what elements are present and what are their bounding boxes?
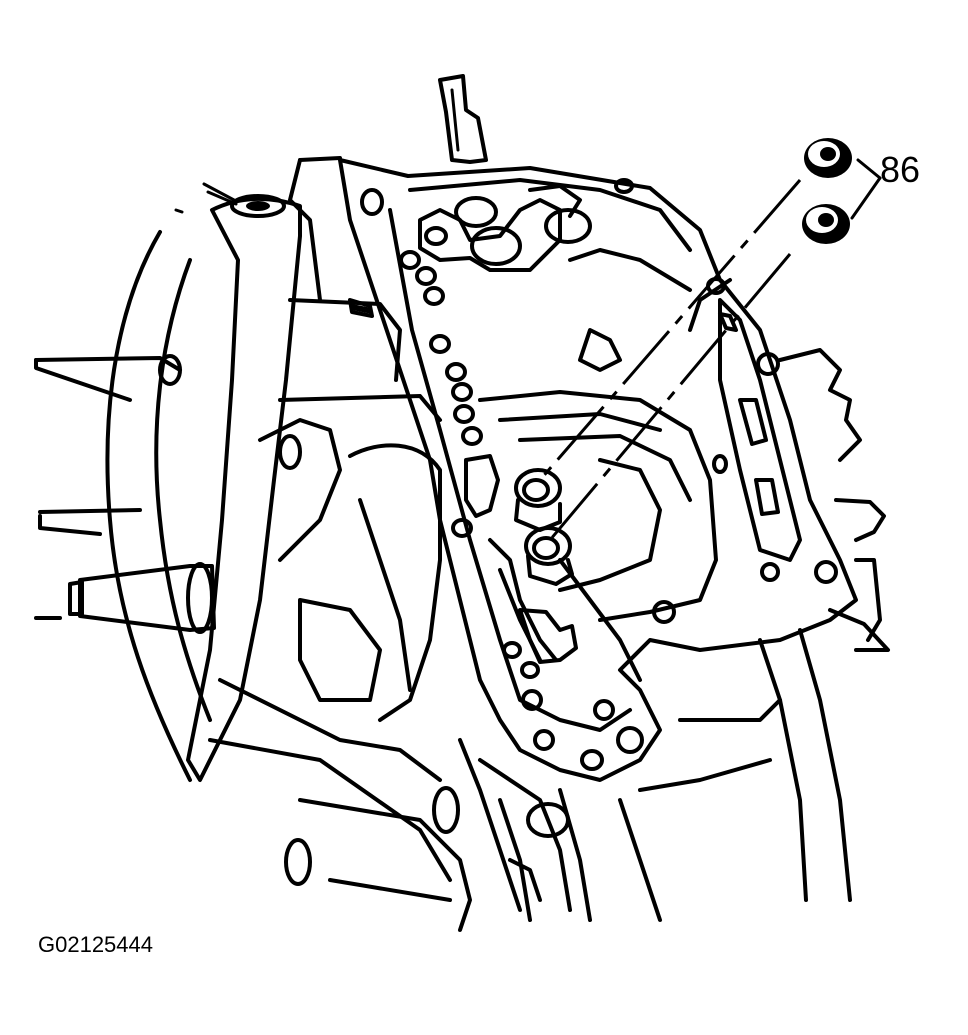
bell-housing — [34, 230, 212, 782]
axle-tube — [174, 182, 302, 782]
valve-body-gasket — [288, 156, 858, 782]
seal-bores — [514, 468, 574, 586]
seal-parts — [802, 138, 852, 244]
clutch-drum — [478, 248, 718, 622]
gasket-bolt-holes — [399, 250, 838, 771]
output-shaft — [68, 562, 216, 634]
top-shaft — [438, 74, 488, 164]
lower-case — [458, 738, 572, 912]
case-body — [158, 298, 472, 932]
leader-lines — [538, 158, 882, 541]
figure-id: G02125444 — [38, 932, 153, 957]
upper-valve-detail — [360, 178, 634, 272]
right-housing — [498, 278, 890, 922]
callout-label: 86 — [880, 149, 921, 190]
